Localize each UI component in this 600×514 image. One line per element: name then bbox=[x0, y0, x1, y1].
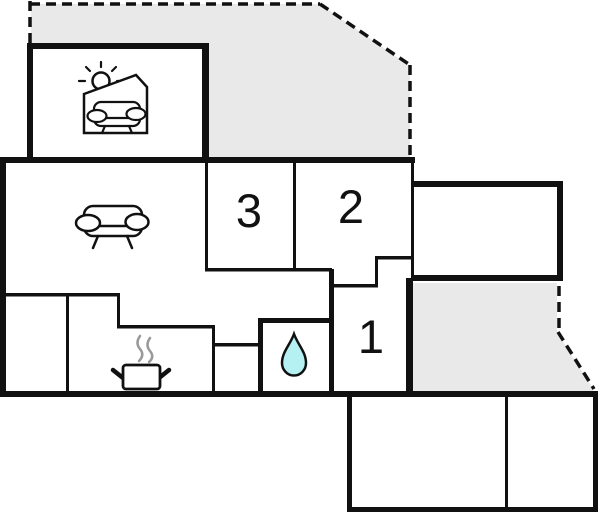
terrace-top-dashed-diagonal bbox=[319, 2, 411, 67]
water-drop-icon bbox=[280, 330, 308, 377]
wall-entry-divider bbox=[66, 293, 69, 392]
wall-bedroom1-left bbox=[329, 269, 334, 392]
wall-conservatory-right bbox=[202, 43, 209, 163]
wall-bedroom3-bottom bbox=[205, 268, 332, 272]
pot-body bbox=[121, 363, 162, 391]
wall-annex-right bbox=[557, 181, 563, 281]
sofa-legs bbox=[91, 234, 134, 250]
terrace-right bbox=[413, 283, 596, 392]
wall-living-bedroom3-divider bbox=[205, 163, 208, 271]
wall-kitchen-step bbox=[117, 293, 120, 328]
conservatory-sofa-icon bbox=[86, 100, 147, 135]
wall-annex-top bbox=[411, 181, 563, 187]
exterior-walls bbox=[0, 43, 598, 512]
cooking-pot-icon bbox=[110, 334, 172, 391]
water-drop bbox=[280, 330, 308, 377]
conservatory-sun-sofa-icon bbox=[77, 60, 149, 135]
terrace-right-area bbox=[413, 283, 593, 392]
wall-kitchen-top-left bbox=[0, 293, 120, 297]
wall-bedroom2-step bbox=[375, 256, 378, 287]
wall-bathroom-top bbox=[258, 318, 334, 323]
wall-conservatory-top bbox=[27, 43, 209, 49]
bedroom-1-label: 1 bbox=[358, 310, 384, 363]
wall-bedroom2-bottom bbox=[375, 256, 414, 260]
wall-annex-bottom bbox=[411, 275, 563, 281]
sofa-icon bbox=[74, 204, 150, 250]
terrace-top-area bbox=[31, 4, 410, 158]
wall-right-lower bbox=[406, 278, 413, 397]
room-labels: 3 2 1 bbox=[236, 180, 384, 363]
wall-bottom-annex-left bbox=[347, 397, 352, 512]
wall-bedroom3-bedroom2-divider bbox=[293, 163, 296, 270]
wall-kitchen-right bbox=[212, 325, 215, 392]
terrace-right-dashed-diagonal bbox=[556, 331, 596, 390]
steam-lines bbox=[136, 334, 154, 364]
wall-conservatory-left bbox=[27, 43, 33, 163]
sofa-armrest-right bbox=[124, 212, 150, 232]
sofa-legs bbox=[100, 124, 134, 135]
wall-bedroom1-top bbox=[331, 284, 378, 288]
wall-right-upper-thin bbox=[411, 163, 414, 280]
sofa-armrest-right bbox=[125, 106, 147, 122]
wall-bottom-annex-bottom bbox=[347, 507, 598, 512]
sofa-armrest-left bbox=[74, 213, 102, 233]
wall-bathroom-left bbox=[258, 318, 263, 393]
wall-closet-top bbox=[212, 343, 261, 347]
terrace-top bbox=[28, 1, 412, 158]
wall-main-bottom bbox=[0, 391, 598, 397]
bedroom-2-label: 2 bbox=[338, 180, 364, 233]
sofa-armrest-left bbox=[86, 108, 108, 124]
wall-kitchen-top-right bbox=[117, 325, 215, 329]
wall-main-left bbox=[0, 157, 6, 397]
pot-handle-left bbox=[110, 367, 126, 381]
wall-bottom-annex-right bbox=[593, 397, 598, 512]
wall-bottom-annex-divider bbox=[505, 397, 508, 507]
bedroom-3-label: 3 bbox=[236, 184, 262, 237]
interior-walls bbox=[0, 163, 508, 507]
